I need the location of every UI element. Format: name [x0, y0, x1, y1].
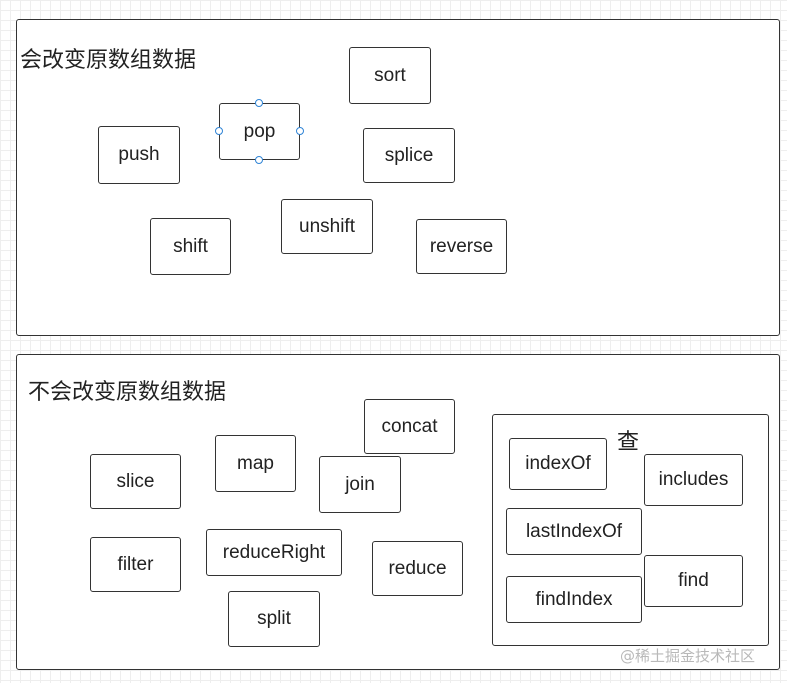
node-lastIndexOf[interactable]: lastIndexOf — [506, 508, 642, 555]
node-join[interactable]: join — [319, 456, 401, 513]
node-slice[interactable]: slice — [90, 454, 181, 509]
node-includes[interactable]: includes — [644, 454, 743, 506]
node-concat[interactable]: concat — [364, 399, 455, 454]
non-mutating-group-title: 不会改变原数组数据 — [28, 380, 227, 405]
node-filter[interactable]: filter — [90, 537, 181, 592]
node-findIndex[interactable]: findIndex — [506, 576, 642, 623]
node-pop[interactable]: pop — [219, 103, 300, 160]
node-indexOf[interactable]: indexOf — [509, 438, 607, 490]
node-push[interactable]: push — [98, 126, 180, 184]
node-split[interactable]: split — [228, 591, 320, 647]
selection-handle-left[interactable] — [215, 127, 223, 135]
node-reduceRight[interactable]: reduceRight — [206, 529, 342, 576]
node-unshift[interactable]: unshift — [281, 199, 373, 254]
node-reduce[interactable]: reduce — [372, 541, 463, 596]
selection-handle-top[interactable] — [255, 99, 263, 107]
query-group-title: 查 — [617, 430, 640, 455]
node-splice[interactable]: splice — [363, 128, 455, 183]
mutating-group-title: 会改变原数组数据 — [20, 48, 197, 73]
node-sort[interactable]: sort — [349, 47, 431, 104]
selection-handle-right[interactable] — [296, 127, 304, 135]
node-map[interactable]: map — [215, 435, 296, 492]
node-reverse[interactable]: reverse — [416, 219, 507, 274]
node-find[interactable]: find — [644, 555, 743, 607]
watermark: @稀土掘金技术社区 — [620, 647, 756, 665]
node-shift[interactable]: shift — [150, 218, 231, 275]
selection-handle-bottom[interactable] — [255, 156, 263, 164]
